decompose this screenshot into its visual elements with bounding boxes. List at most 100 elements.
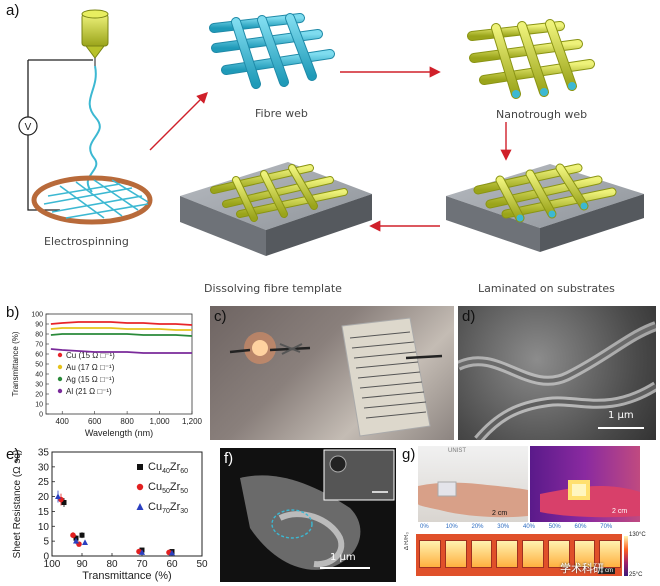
temperature-colorbar: [624, 536, 628, 576]
scale-right-label: 2 cm: [612, 508, 628, 515]
x-axis-label: Transmittance (%): [82, 570, 171, 582]
y-tick-label: 20: [35, 392, 43, 399]
hand-photo: UNIST 2 cm: [418, 446, 528, 522]
x-axis-label: Wavelength (nm): [85, 428, 153, 438]
fibre-web-icon: [209, 13, 335, 89]
panel-f-sem-image: f) 1 μm: [220, 448, 396, 582]
data-point: [169, 549, 175, 556]
data-point: [82, 539, 88, 546]
x-tick-label: 1,200: [182, 417, 202, 426]
y-axis-label: Sheet Resistance (Ω sq): [12, 450, 23, 559]
series-line: [50, 348, 192, 354]
percent-label: 50%: [548, 524, 561, 530]
thermal-cell: [470, 540, 493, 568]
legend-entry: Cu70Zr30: [148, 501, 188, 515]
panel-d-scale-label: 1 μm: [608, 410, 634, 421]
thermal-cell: [444, 540, 467, 568]
panel-c-photo: c): [210, 306, 454, 440]
y-tick-label: 80: [35, 332, 43, 339]
thermal-strip: [416, 534, 622, 576]
thermal-cell: [419, 540, 441, 568]
percent-label: 30%: [497, 524, 510, 530]
data-point: [73, 537, 79, 544]
data-point: [61, 500, 67, 506]
y-tick-label: 70: [35, 342, 43, 349]
data-point: [79, 532, 85, 538]
legend-marker: [57, 388, 63, 394]
panel-e-letter: e): [6, 446, 20, 463]
data-point: [70, 532, 76, 538]
voltmeter-icon: [18, 116, 38, 136]
thermal-cell: [522, 540, 544, 568]
syringe-icon: [81, 13, 109, 47]
panel-b-letter: b): [6, 304, 20, 321]
y-tick-label: 10: [38, 522, 50, 533]
panel-f-letter: f): [224, 450, 234, 467]
scale-left-label: 2 cm: [492, 510, 508, 517]
percent-label: 0%: [420, 524, 429, 530]
data-point: [55, 493, 61, 499]
series-line: [50, 327, 192, 331]
legend-marker: [137, 464, 143, 470]
electrospinning-setup: V: [18, 9, 153, 225]
y-tick-label: 10: [35, 402, 43, 409]
thermal-cell: [599, 540, 621, 568]
x-tick-label: 100: [44, 559, 61, 570]
strain-axis-label: Δ R/R₀: [404, 532, 410, 551]
laminated-substrate-icon: [446, 163, 644, 252]
y-tick-label: 35: [38, 448, 50, 459]
legend-marker: [136, 483, 144, 491]
y-tick-label: 90: [35, 322, 43, 329]
legend-entry: Au (17 Ω □⁻¹): [66, 363, 115, 372]
legend-entry: Cu (15 Ω □⁻¹): [66, 351, 115, 360]
caption-electrospinning: Electrospinning: [44, 235, 129, 248]
voltmeter-label: V: [25, 122, 32, 133]
percent-label: 20%: [471, 524, 484, 530]
legend-marker: [57, 364, 63, 370]
thermal-cell: [573, 540, 596, 568]
scale-strip-label: 1 cm: [598, 568, 616, 574]
legend-entry: Cu50Zr50: [148, 481, 188, 495]
x-tick-label: 80: [106, 559, 118, 570]
panel-f-scale-label: 1 μm: [330, 552, 356, 563]
caption-nanotrough-web: Nanotrough web: [496, 108, 588, 121]
x-tick-label: 90: [76, 559, 88, 570]
watermark-label: 学术科研: [560, 562, 604, 575]
caption-dissolving: Dissolving fibre template: [204, 282, 342, 295]
caption-laminated: Laminated on substrates: [478, 282, 615, 295]
y-tick-label: 5: [43, 537, 49, 548]
y-tick-label: 100: [31, 312, 43, 319]
series-line: [50, 321, 193, 326]
legend-marker: [57, 376, 63, 382]
panel-c-letter: c): [214, 308, 227, 325]
panel-g-composite: UNIST 2 cm 2 cm Δ R/R₀ 0% 10% 20% 30% 40% 50%…: [402, 446, 656, 584]
temp-low-label: 25°C: [629, 572, 643, 578]
panel-d-letter: d): [462, 308, 476, 325]
arrow-1: [149, 92, 208, 151]
y-tick-label: 60: [35, 352, 43, 359]
x-tick-label: 60: [166, 559, 178, 570]
y-tick-label: 30: [38, 462, 50, 473]
legend-entry: Ag (15 Ω □⁻¹): [66, 375, 115, 384]
thermal-cell: [547, 540, 570, 568]
y-tick-label: 25: [38, 477, 50, 488]
y-tick-label: 40: [35, 372, 43, 379]
x-tick-label: 70: [136, 559, 148, 570]
percent-label: 40%: [523, 524, 536, 530]
temp-high-label: 130°C: [629, 532, 646, 538]
percent-label: 10%: [445, 524, 458, 530]
dissolving-template-icon: [180, 162, 372, 256]
x-tick-label: 1,000: [150, 417, 171, 426]
x-tick-label: 400: [56, 417, 70, 426]
panel-d-sem-image: d) 1 μm: [458, 306, 656, 440]
legend-marker: [136, 503, 144, 510]
x-tick-label: 600: [88, 417, 102, 426]
led-circuit-photo: [229, 317, 443, 437]
panel-a-diagram: V: [18, 9, 644, 256]
percent-label-row: 0%10%20%30%40%50%60%70%: [416, 524, 622, 534]
x-tick-label: 50: [196, 559, 208, 570]
percent-label: 70%: [600, 524, 613, 530]
y-axis-label: Transmittance (%): [11, 331, 20, 396]
